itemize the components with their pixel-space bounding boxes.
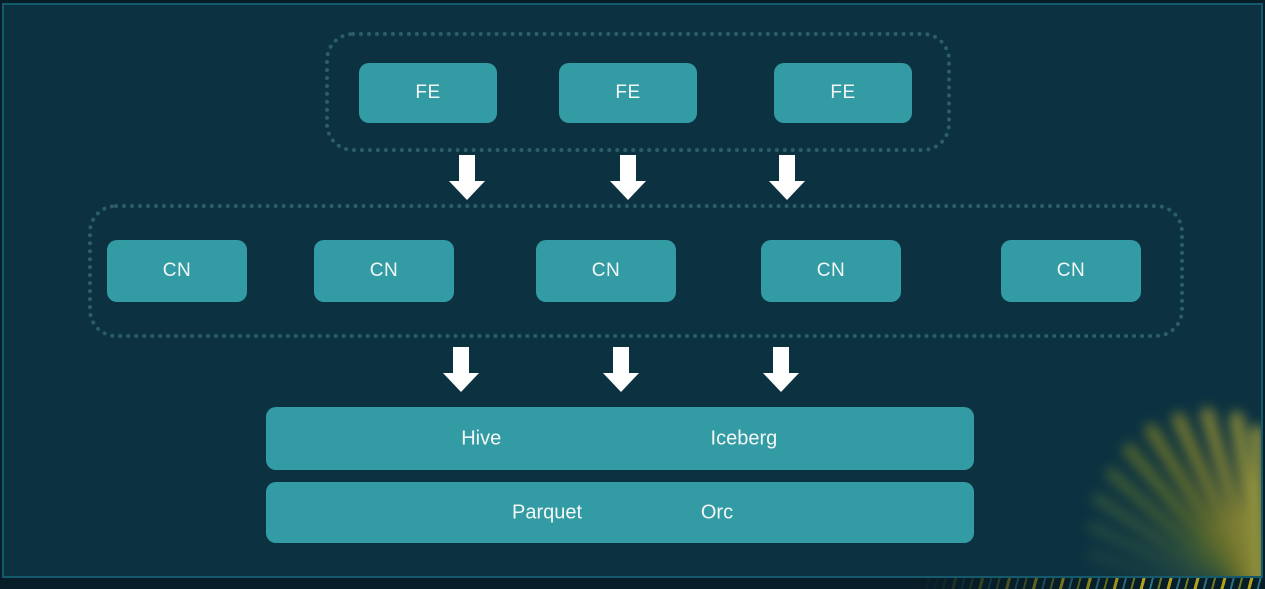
palm-stripe-fade (920, 578, 1265, 589)
storage-label-hive: Hive (461, 427, 502, 449)
down-arrow-icon (763, 347, 799, 392)
storage-bar-table-formats: Hive Iceberg (266, 407, 974, 470)
arrow-head (449, 181, 485, 200)
arrow-head (763, 373, 799, 392)
arrow-stem (459, 155, 475, 182)
arrow-head (610, 181, 646, 200)
arrow-head (603, 373, 639, 392)
cn-node-label: CN (591, 260, 621, 281)
fe-node: FE (559, 63, 697, 123)
cn-node-label: CN (369, 260, 399, 281)
fe-node-label: FE (615, 82, 641, 103)
cn-node-label: CN (162, 260, 192, 281)
storage-label-iceberg: Iceberg (710, 427, 778, 449)
cn-node-label: CN (1056, 260, 1086, 281)
diagram-canvas: FE FE FE CN CN CN (2, 3, 1263, 578)
cn-node: CN (314, 240, 454, 302)
cn-node-label: CN (816, 260, 846, 281)
down-arrow-icon (769, 155, 805, 200)
down-arrow-icon (603, 347, 639, 392)
fe-node-label: FE (830, 82, 856, 103)
fe-node: FE (774, 63, 912, 123)
palm-leaf-decoration (1086, 407, 1261, 576)
cn-node: CN (761, 240, 901, 302)
arrow-head (443, 373, 479, 392)
fe-cluster-group (325, 32, 951, 152)
cn-cluster-group (88, 204, 1184, 338)
arrow-head (769, 181, 805, 200)
down-arrow-icon (610, 155, 646, 200)
arrow-stem (453, 347, 469, 374)
fe-node-label: FE (415, 82, 441, 103)
storage-label-parquet: Parquet (512, 501, 583, 523)
arrow-stem (773, 347, 789, 374)
storage-bar-file-formats: Parquet Orc (266, 482, 974, 543)
arrow-stem (613, 347, 629, 374)
fe-node: FE (359, 63, 497, 123)
cn-node: CN (1001, 240, 1141, 302)
cn-node: CN (536, 240, 676, 302)
storage-label-orc: Orc (700, 501, 734, 523)
down-arrow-icon (449, 155, 485, 200)
cn-node: CN (107, 240, 247, 302)
arrow-stem (620, 155, 636, 182)
down-arrow-icon (443, 347, 479, 392)
arrow-stem (779, 155, 795, 182)
